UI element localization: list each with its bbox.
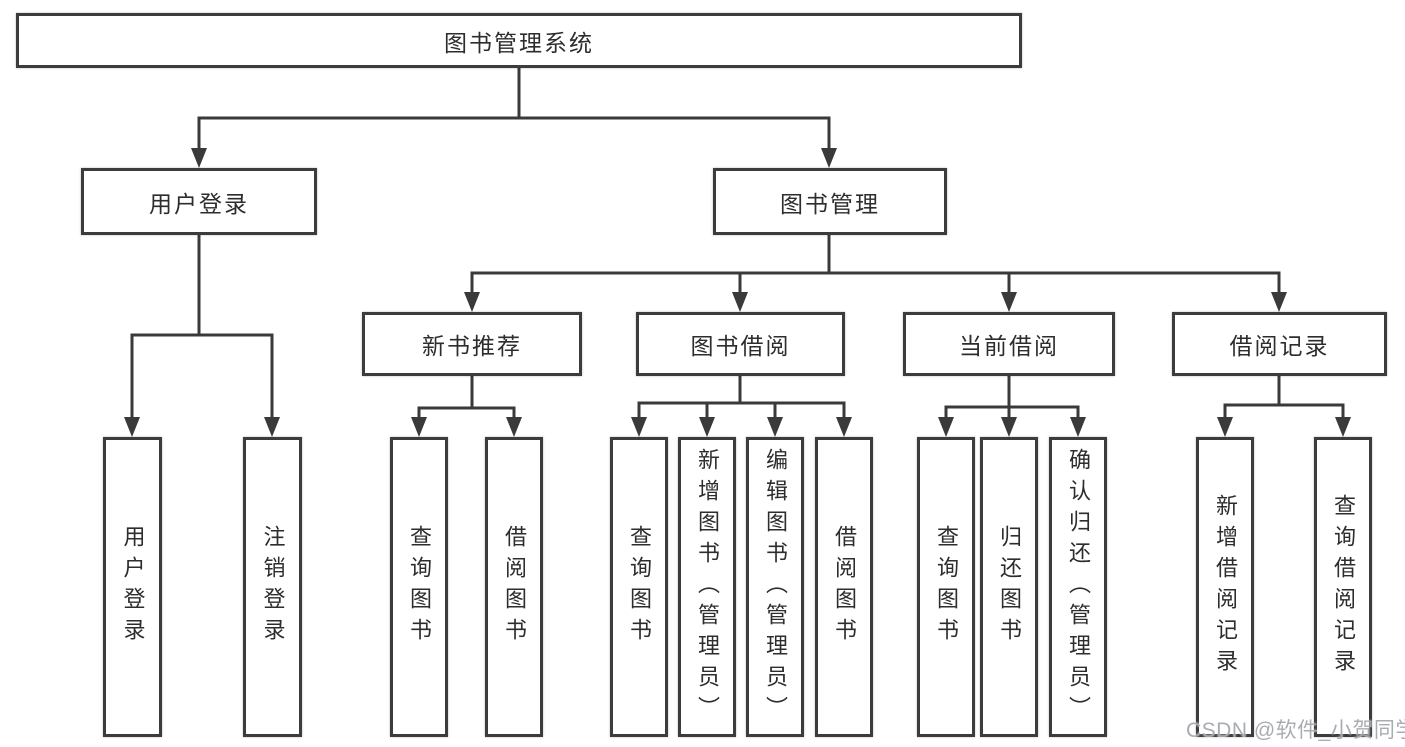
node-leaf-logout: 注销登录 xyxy=(243,437,302,737)
arrowhead-icon xyxy=(1217,417,1233,437)
node-label-leaf-add-borrow-record: 新增借阅记录 xyxy=(1213,494,1238,680)
arrowhead-icon xyxy=(821,148,837,168)
node-book-management: 图书管理 xyxy=(713,168,947,235)
node-user-login: 用户登录 xyxy=(81,168,317,235)
arrowhead-icon xyxy=(767,417,783,437)
node-root: 图书管理系统 xyxy=(16,13,1022,68)
node-leaf-add-book: 新增图书（管理员） xyxy=(678,437,736,737)
arrowhead-icon xyxy=(732,292,748,312)
node-label-new-book-recommend: 新书推荐 xyxy=(422,333,522,359)
node-new-book-recommend: 新书推荐 xyxy=(362,312,582,376)
node-leaf-query-books-3: 查询图书 xyxy=(917,437,975,737)
node-leaf-add-borrow-record: 新增借阅记录 xyxy=(1196,437,1254,737)
node-label-leaf-query-borrow-record: 查询借阅记录 xyxy=(1331,494,1356,680)
node-label-leaf-add-book: 新增图书（管理员） xyxy=(695,447,720,727)
arrowhead-icon xyxy=(836,417,852,437)
arrowhead-icon xyxy=(1001,417,1017,437)
node-leaf-return-book: 归还图书 xyxy=(980,437,1038,737)
node-label-leaf-borrow-books-2: 借阅图书 xyxy=(832,525,857,649)
arrowhead-icon xyxy=(124,417,140,437)
arrowhead-icon xyxy=(464,292,480,312)
arrowhead-icon xyxy=(1070,417,1086,437)
node-label-book-borrowing: 图书借阅 xyxy=(690,333,791,359)
node-leaf-query-borrow-record: 查询借阅记录 xyxy=(1314,437,1372,737)
node-leaf-edit-book: 编辑图书（管理员） xyxy=(746,437,804,737)
node-leaf-borrow-books-1: 借阅图书 xyxy=(485,437,543,737)
node-book-borrowing: 图书借阅 xyxy=(636,312,845,376)
arrowhead-icon xyxy=(699,417,715,437)
watermark: CSDN @软件_小贺同学 xyxy=(1186,719,1405,742)
node-leaf-user-login: 用户登录 xyxy=(103,437,162,737)
node-label-borrowing-records: 借阅记录 xyxy=(1229,333,1330,359)
node-label-leaf-query-books-2: 查询图书 xyxy=(627,525,652,649)
node-label-user-login: 用户登录 xyxy=(149,190,249,217)
node-label-root: 图书管理系统 xyxy=(444,29,594,56)
node-label-leaf-query-books-3: 查询图书 xyxy=(934,525,959,649)
arrowhead-icon xyxy=(1335,417,1351,437)
node-label-leaf-logout: 注销登录 xyxy=(260,525,286,649)
node-leaf-borrow-books-2: 借阅图书 xyxy=(815,437,873,737)
arrowhead-icon xyxy=(938,417,954,437)
node-label-leaf-return-book: 归还图书 xyxy=(997,525,1022,649)
arrowhead-icon xyxy=(1001,292,1017,312)
node-label-leaf-edit-book: 编辑图书（管理员） xyxy=(763,447,788,727)
node-leaf-query-books-2: 查询图书 xyxy=(610,437,668,737)
arrowhead-icon xyxy=(411,417,427,437)
node-label-leaf-confirm-return: 确认归还（管理员） xyxy=(1066,447,1091,727)
node-label-current-borrowing: 当前借阅 xyxy=(959,333,1059,359)
arrowhead-icon xyxy=(631,417,647,437)
arrowhead-icon xyxy=(1271,292,1287,312)
node-label-book-management: 图书管理 xyxy=(780,190,880,217)
node-label-leaf-query-books-1: 查询图书 xyxy=(407,525,432,649)
arrowhead-icon xyxy=(191,148,207,168)
arrowhead-icon xyxy=(506,417,522,437)
node-current-borrowing: 当前借阅 xyxy=(903,312,1115,376)
node-borrowing-records: 借阅记录 xyxy=(1172,312,1387,376)
arrowhead-icon xyxy=(264,417,280,437)
node-leaf-query-books-1: 查询图书 xyxy=(390,437,448,737)
node-label-leaf-user-login: 用户登录 xyxy=(120,525,146,649)
node-label-leaf-borrow-books-1: 借阅图书 xyxy=(502,525,527,649)
node-leaf-confirm-return: 确认归还（管理员） xyxy=(1049,437,1107,737)
